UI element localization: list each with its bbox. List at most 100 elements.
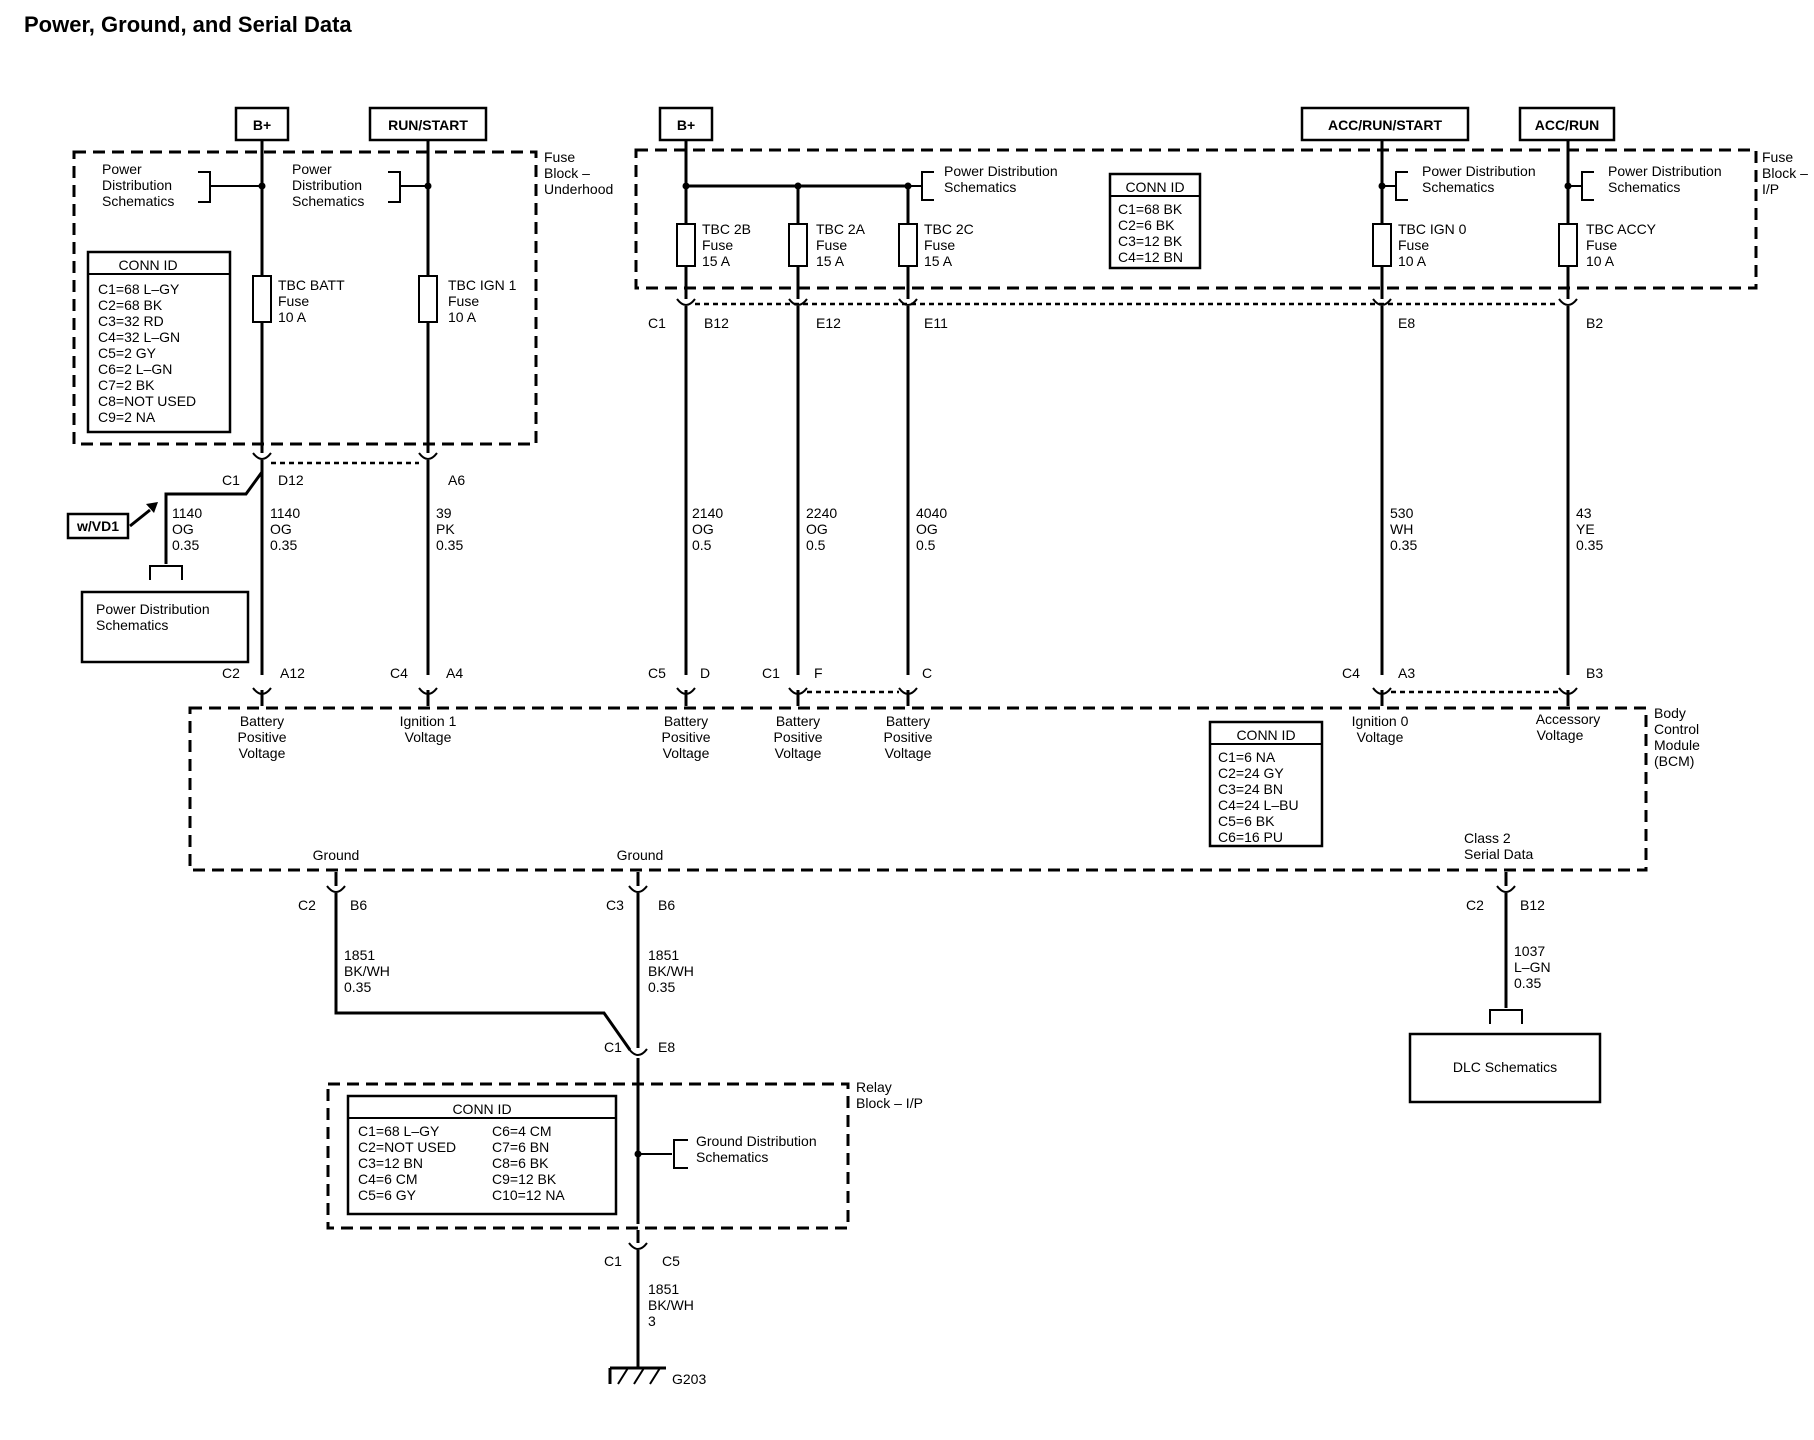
option-tag: w/VD1 xyxy=(76,518,119,534)
svg-text:Positive: Positive xyxy=(237,729,286,745)
svg-text:Schematics: Schematics xyxy=(944,179,1016,195)
svg-text:C5: C5 xyxy=(648,665,666,681)
svg-text:C4=24 L–BU: C4=24 L–BU xyxy=(1218,797,1299,813)
svg-text:Fuse: Fuse xyxy=(1398,237,1429,253)
svg-text:1140: 1140 xyxy=(172,505,202,521)
svg-text:WH: WH xyxy=(1390,521,1413,537)
svg-text:Voltage: Voltage xyxy=(1537,727,1584,743)
svg-text:C2=68 BK: C2=68 BK xyxy=(98,297,163,313)
svg-text:Schematics: Schematics xyxy=(102,193,174,209)
svg-text:Power Distribution: Power Distribution xyxy=(96,601,210,617)
serial-data-wire: 1037 L–GN 0.35 DLC Schematics xyxy=(1408,893,1602,1104)
svg-text:0.5: 0.5 xyxy=(916,537,936,553)
svg-text:Fuse: Fuse xyxy=(448,293,479,309)
svg-text:0.35: 0.35 xyxy=(1576,537,1603,553)
svg-text:A12: A12 xyxy=(280,665,305,681)
connector-underhood-c1: C1 D12 A6 xyxy=(222,452,465,488)
source-b-plus-right: B+ xyxy=(658,106,714,142)
svg-text:CONN ID: CONN ID xyxy=(452,1101,511,1117)
svg-text:Battery: Battery xyxy=(240,713,284,729)
svg-text:C4=32 L–GN: C4=32 L–GN xyxy=(98,329,180,345)
svg-text:Power Distribution: Power Distribution xyxy=(944,163,1058,179)
svg-text:0.35: 0.35 xyxy=(172,537,199,553)
svg-text:43: 43 xyxy=(1576,505,1592,521)
bcm-pin-c5-d: C5 D Battery Positive Voltage xyxy=(648,665,711,761)
bcm-pin-c4-a4: C4 A4 Ignition 1 Voltage xyxy=(390,665,463,745)
svg-text:Fuse: Fuse xyxy=(816,237,847,253)
svg-text:0.35: 0.35 xyxy=(344,979,371,995)
svg-text:Power Distribution: Power Distribution xyxy=(1608,163,1722,179)
bcm-serial-label-2: Serial Data xyxy=(1464,846,1533,862)
svg-text:C2=NOT USED: C2=NOT USED xyxy=(358,1139,456,1155)
svg-text:A6: A6 xyxy=(448,472,465,488)
svg-text:Schematics: Schematics xyxy=(1608,179,1680,195)
bcm-ground-right-label: Ground xyxy=(617,847,664,863)
source-acc-run: ACC/RUN xyxy=(1518,106,1616,142)
svg-text:Fuse: Fuse xyxy=(924,237,955,253)
svg-text:1851: 1851 xyxy=(648,1281,679,1297)
svg-text:C1=68 BK: C1=68 BK xyxy=(1118,201,1183,217)
fuse-block-ip: Fuse Block – I/P Power Distribution Sche… xyxy=(634,148,1808,290)
svg-text:TBC IGN 0: TBC IGN 0 xyxy=(1398,221,1467,237)
fuse-tbc-ign0: TBC IGN 0 Fuse 10 A xyxy=(1372,221,1467,269)
svg-text:A4: A4 xyxy=(446,665,463,681)
svg-text:C1: C1 xyxy=(648,315,666,331)
svg-text:Schematics: Schematics xyxy=(96,617,168,633)
svg-text:3: 3 xyxy=(648,1313,656,1329)
svg-text:1851: 1851 xyxy=(344,947,375,963)
bcm-pin-c2-a12: C2 A12 Battery Positive Voltage xyxy=(222,665,305,761)
svg-text:Battery: Battery xyxy=(664,713,708,729)
svg-text:C7=6 BN: C7=6 BN xyxy=(492,1139,549,1155)
ground-g203: 1851 BK/WH 3 G203 xyxy=(608,1250,706,1387)
svg-text:Positive: Positive xyxy=(773,729,822,745)
splice-dots xyxy=(258,182,1572,190)
svg-text:0.5: 0.5 xyxy=(806,537,826,553)
svg-text:C3=24 BN: C3=24 BN xyxy=(1218,781,1283,797)
svg-text:Relay: Relay xyxy=(856,1079,892,1095)
svg-text:C3=12 BK: C3=12 BK xyxy=(1118,233,1183,249)
svg-text:C: C xyxy=(922,665,932,681)
svg-text:Voltage: Voltage xyxy=(885,745,932,761)
svg-text:OG: OG xyxy=(692,521,714,537)
svg-text:C2: C2 xyxy=(298,897,316,913)
bcm-serial-label-1: Class 2 xyxy=(1464,830,1511,846)
svg-text:C7=2 BK: C7=2 BK xyxy=(98,377,155,393)
svg-text:E11: E11 xyxy=(924,315,948,331)
conn-id-table-underhood: CONN ID C1=68 L–GY C2=68 BK C3=32 RD C4=… xyxy=(86,250,232,434)
svg-text:BK/WH: BK/WH xyxy=(344,963,390,979)
svg-text:10 A: 10 A xyxy=(1398,253,1427,269)
svg-text:C1: C1 xyxy=(222,472,240,488)
svg-text:CONN ID: CONN ID xyxy=(118,257,177,273)
svg-text:TBC BATT: TBC BATT xyxy=(278,277,345,293)
svg-text:Ground Distribution: Ground Distribution xyxy=(696,1133,817,1149)
bcm-module: Body Control Module (BCM) C2 A12 Battery… xyxy=(188,665,1700,872)
svg-text:I/P: I/P xyxy=(1762,181,1779,197)
svg-text:C4=12 BN: C4=12 BN xyxy=(1118,249,1183,265)
svg-text:E8: E8 xyxy=(658,1039,675,1055)
svg-text:Body: Body xyxy=(1654,705,1686,721)
svg-text:1140: 1140 xyxy=(270,505,300,521)
svg-text:ACC/RUN: ACC/RUN xyxy=(1535,117,1600,133)
svg-text:530: 530 xyxy=(1390,505,1414,521)
svg-text:Positive: Positive xyxy=(661,729,710,745)
svg-text:RUN/START: RUN/START xyxy=(388,117,468,133)
wire-labels: 1140 OG 0.35 1140 OG 0.35 39 PK 0.35 214… xyxy=(172,505,1603,553)
svg-text:C3=32 RD: C3=32 RD xyxy=(98,313,164,329)
relay-block-ip: C1 E8 Relay Block – I/P Ground Distribut… xyxy=(326,1039,923,1269)
dlc-schematics-label: DLC Schematics xyxy=(1453,1059,1557,1075)
connector-ip-c1: C1 B12 E12 E11 E8 B2 xyxy=(648,298,1603,331)
svg-text:C5=2 GY: C5=2 GY xyxy=(98,345,157,361)
svg-text:Distribution: Distribution xyxy=(102,177,172,193)
source-b-plus-left: B+ xyxy=(234,106,290,142)
svg-text:C1: C1 xyxy=(604,1039,622,1055)
svg-text:0.35: 0.35 xyxy=(436,537,463,553)
svg-text:10 A: 10 A xyxy=(1586,253,1615,269)
svg-text:Block –: Block – xyxy=(1762,165,1808,181)
svg-text:Power: Power xyxy=(292,161,332,177)
svg-text:Voltage: Voltage xyxy=(775,745,822,761)
svg-text:15 A: 15 A xyxy=(816,253,845,269)
fuse-tbc-2c: TBC 2C Fuse 15 A xyxy=(898,221,974,269)
svg-text:ACC/RUN/START: ACC/RUN/START xyxy=(1328,117,1443,133)
svg-text:C1: C1 xyxy=(604,1253,622,1269)
svg-text:D: D xyxy=(700,665,710,681)
